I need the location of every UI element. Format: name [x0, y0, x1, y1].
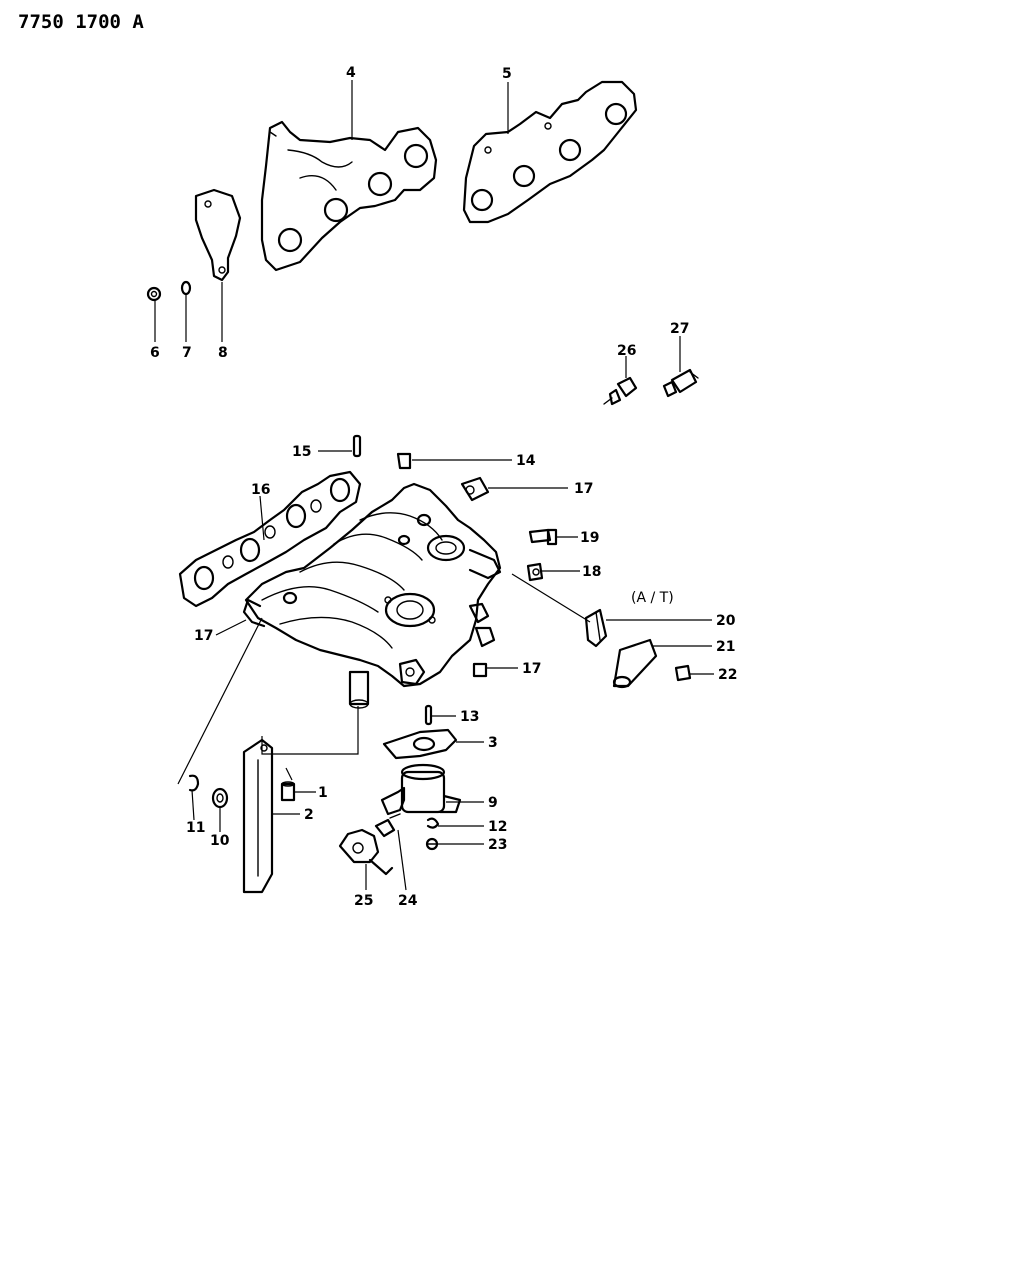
callout-5: 5: [502, 66, 512, 82]
bolt-part-23: [674, 664, 692, 682]
clip-part-12: [426, 817, 440, 829]
bolt-part-19: [526, 562, 544, 582]
callout-8: 8: [218, 345, 228, 361]
oring-part-25: [374, 813, 401, 838]
bolt-part-17-right: [472, 662, 488, 678]
callout-14: 14: [516, 453, 536, 469]
callout-6: 6: [150, 345, 160, 361]
callout-labels: 4 5 6 7 8 26 27 15 14 16 17 19 18 (A / T…: [150, 65, 737, 909]
callout-13: 13: [460, 709, 479, 725]
washer-part-7: [180, 280, 192, 296]
exhaust-gasket-part: [462, 80, 638, 224]
callout-16: 16: [251, 482, 270, 498]
sensor-part-28: [662, 368, 699, 398]
fitting-part-18: [460, 476, 490, 502]
leader-lines: [154, 80, 714, 891]
callout-17-left: 17: [194, 628, 213, 644]
callout-1: 1: [318, 785, 328, 801]
callout-10: 10: [210, 833, 230, 849]
callout-3: 3: [488, 735, 498, 751]
callout-17-right: 17: [522, 661, 541, 677]
sensor-part-27: [603, 376, 638, 406]
callout-4: 4: [346, 65, 356, 81]
plug-part-14: [396, 452, 412, 470]
callout-28: 27: [670, 321, 689, 337]
callout-26: 25: [354, 893, 373, 909]
callout-18: 17: [574, 481, 593, 497]
plate-part-22: [612, 638, 658, 689]
nut-part-6: [146, 286, 162, 302]
at-variant-note: (A / T): [631, 590, 674, 606]
valve-body-part-9: [380, 763, 462, 816]
intake-manifold-part: [242, 482, 502, 709]
intake-gasket-part: [178, 470, 362, 608]
stud-part-15: [352, 434, 362, 458]
bolt-part-20: [528, 528, 558, 546]
callout-24: 23: [488, 837, 507, 853]
rail-part-2: [242, 738, 274, 894]
nut-part-24: [425, 837, 439, 851]
gasket-part-3: [382, 728, 458, 760]
callout-9: 9: [488, 795, 498, 811]
callout-21: 20: [716, 613, 736, 629]
callout-7: 7: [182, 345, 192, 361]
callout-19: 18: [582, 564, 601, 580]
sensor-part-26: [338, 828, 394, 876]
pin-part-13: [424, 704, 433, 726]
document-id: 7750 1700 A: [18, 11, 144, 33]
clip-part-11: [188, 774, 200, 792]
bracket-part-8: [194, 188, 242, 282]
bracket-part-21: [584, 608, 608, 648]
callout-11: 11: [186, 820, 205, 836]
callout-12: 12: [488, 819, 507, 835]
callout-22: 21: [716, 639, 735, 655]
callout-2: 2: [304, 807, 314, 823]
callout-23: 22: [718, 667, 737, 683]
callout-25: 24: [398, 893, 418, 909]
bolt-part-1: [280, 781, 296, 802]
callout-27: 26: [617, 343, 636, 359]
exhaust-manifold-part: [260, 120, 438, 272]
nut-part-10: [211, 787, 229, 809]
callout-15: 15: [292, 444, 311, 460]
callout-20: 19: [580, 530, 599, 546]
